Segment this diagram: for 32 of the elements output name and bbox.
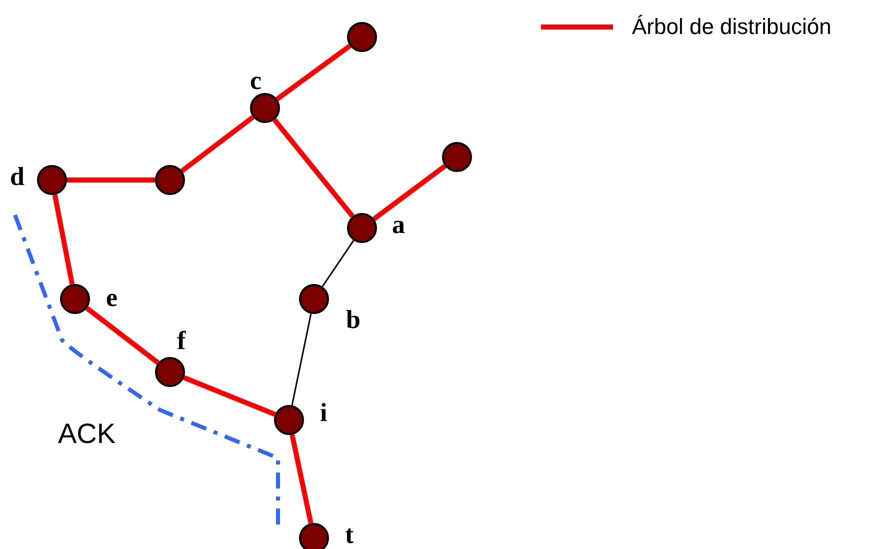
connector-line: [276, 44, 352, 102]
connector-line: [182, 375, 276, 417]
node-circle: [60, 284, 90, 314]
node-circle: [274, 405, 304, 435]
node-circle: [155, 165, 185, 195]
node-letter: b: [346, 307, 360, 333]
connector-line: [272, 118, 355, 218]
node-circle: [250, 93, 280, 123]
node-letter: d: [10, 164, 24, 190]
node-circle: [442, 142, 472, 172]
node-letter: e: [106, 285, 118, 311]
node-letter: t: [345, 522, 354, 548]
connector-line: [290, 434, 314, 524]
node-letter: c: [250, 68, 262, 94]
legend-text: Árbol de distribución: [632, 14, 832, 40]
node-letter: f: [177, 328, 186, 354]
connector-line: [180, 115, 255, 173]
node-circle: [347, 213, 377, 243]
node-circle: [347, 22, 377, 52]
connector-line: [322, 240, 354, 287]
connector-line: [85, 306, 160, 365]
node-circle: [299, 523, 329, 549]
node-letter: a: [392, 212, 405, 238]
node-circle: [299, 284, 329, 314]
node-circle: [37, 165, 67, 195]
node-circle: [155, 357, 185, 387]
node-letter: i: [320, 400, 328, 426]
connector-line: [67, 178, 155, 182]
connector-line: [291, 314, 312, 406]
region-label: ACK: [58, 420, 116, 448]
connector-line: [372, 164, 446, 222]
connector-line: [52, 194, 75, 285]
